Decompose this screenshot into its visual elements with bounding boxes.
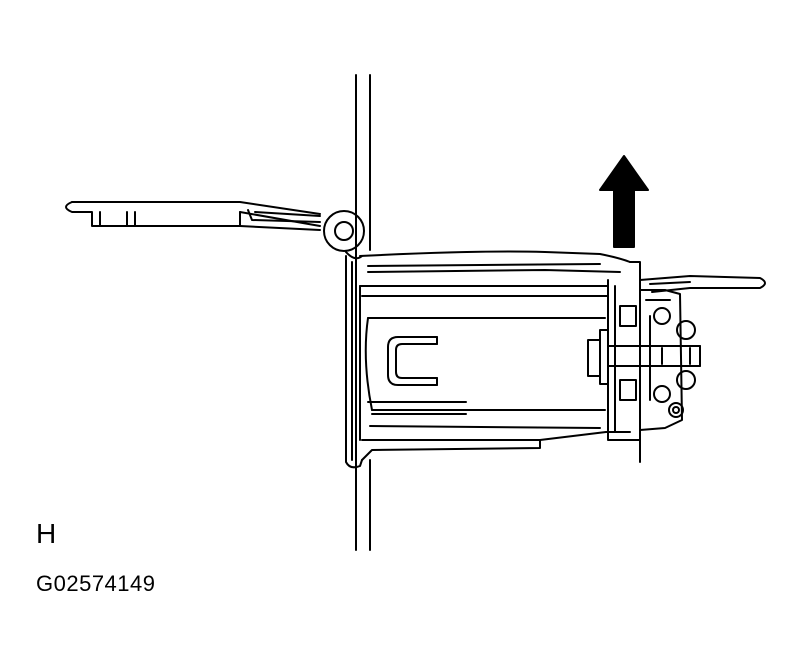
body-plate xyxy=(345,250,631,469)
u-slot xyxy=(387,336,438,386)
hinge-pivot xyxy=(323,210,365,260)
hinge-arm xyxy=(65,201,321,231)
arrow-up-icon xyxy=(599,155,649,248)
right-arm xyxy=(639,275,766,293)
latch-bracket xyxy=(587,261,701,463)
lower-ribs xyxy=(367,401,467,415)
vertical-panel xyxy=(355,74,371,551)
view-label: H xyxy=(36,518,57,549)
figure-id: G02574149 xyxy=(36,571,156,596)
